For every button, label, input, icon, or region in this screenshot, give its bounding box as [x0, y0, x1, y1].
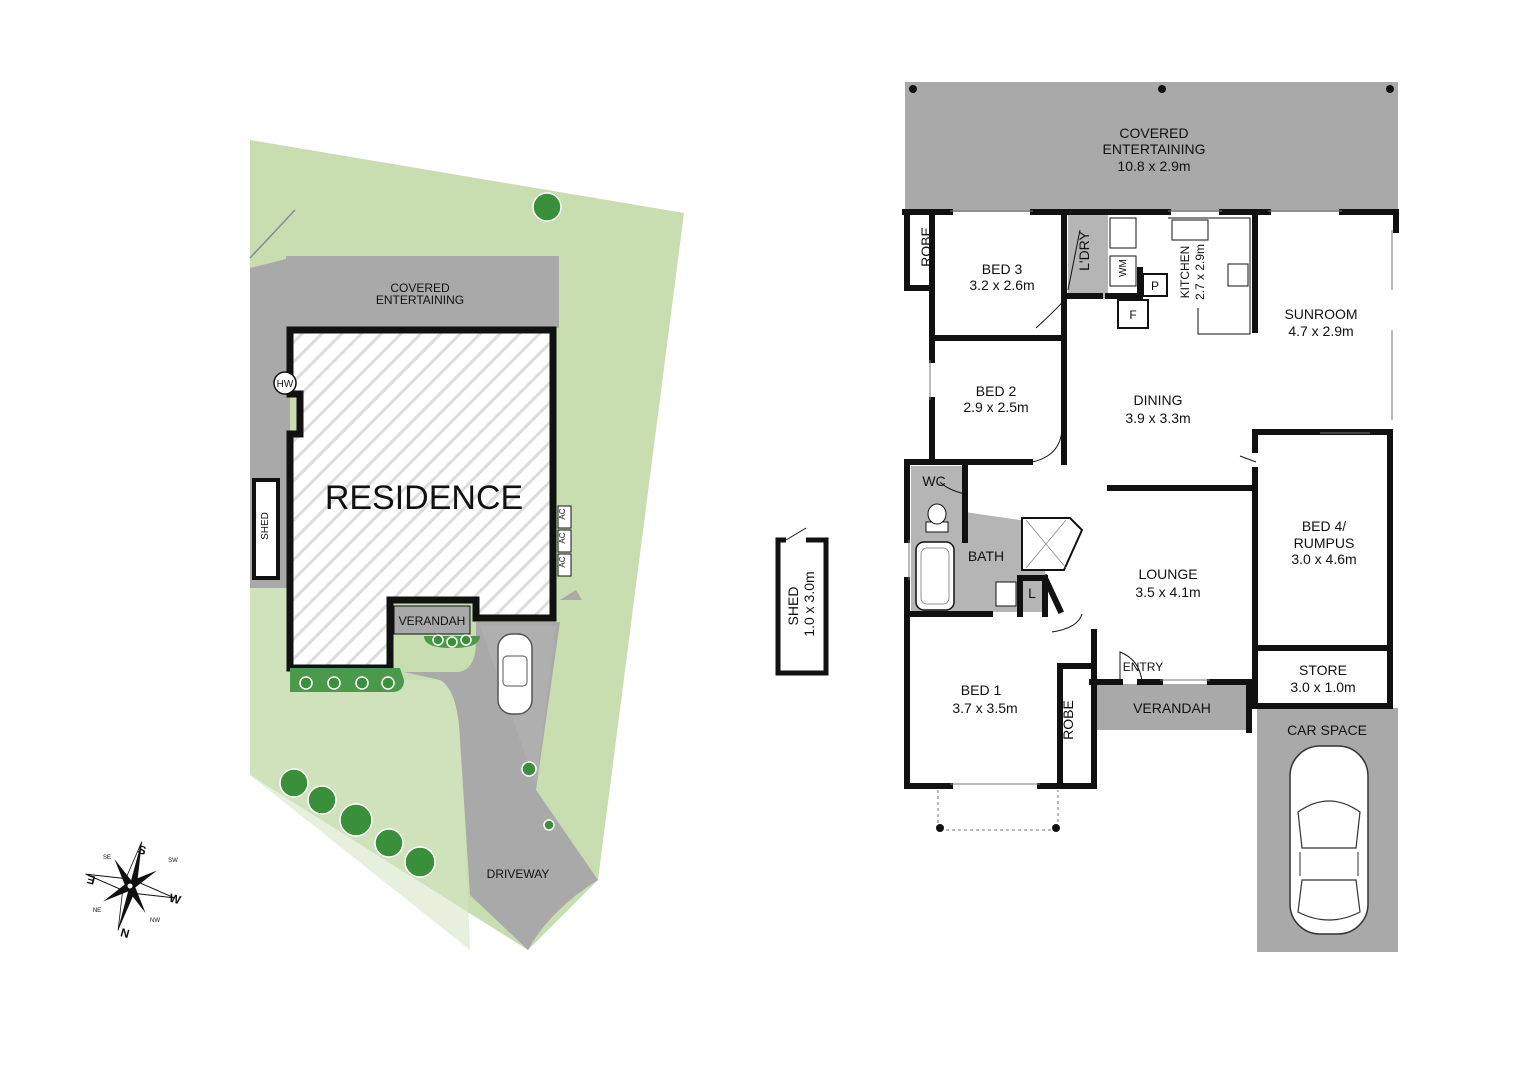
ac-unit: [557, 505, 572, 529]
tree-icons: [279, 192, 562, 878]
ac-label: AC: [558, 556, 567, 567]
kitchen-dims: 2.7 x 2.9m: [1193, 244, 1207, 300]
ac-unit: [557, 553, 572, 577]
compass-east: E: [85, 872, 96, 888]
bed1-name: BED 1: [961, 682, 1002, 698]
ac-unit: [557, 529, 572, 553]
toilet-icon: [925, 503, 949, 533]
pantry-box: [1142, 273, 1168, 297]
bed2-name: BED 2: [976, 383, 1017, 399]
sunroom-name: SUNROOM: [1284, 306, 1357, 322]
bed3-dims: 3.2 x 2.6m: [969, 277, 1034, 293]
compass-north: N: [119, 925, 131, 941]
site-verandah-label: VERANDAH: [399, 614, 466, 628]
bed1-dims: 3.7 x 3.5m: [952, 700, 1017, 716]
bed4-name-2: RUMPUS: [1294, 535, 1355, 551]
compass-se: SE: [103, 855, 111, 861]
compass-nw: NW: [150, 918, 160, 924]
compass-sw: SW: [168, 858, 178, 864]
shed-name: SHED: [785, 587, 801, 626]
linen-label: L: [1028, 585, 1036, 601]
covered-entertaining-name-2: ENTERTAINING: [1103, 141, 1206, 157]
bath-label: BATH: [968, 548, 1004, 564]
driveway: [404, 622, 598, 950]
hot-water-label: HW: [277, 379, 294, 390]
washing-machine-box: [1109, 255, 1137, 287]
covered-entertaining-area: [905, 82, 1398, 212]
site-covered-label-1: COVERED: [390, 281, 450, 295]
shower-icon: [1021, 517, 1084, 571]
fridge-box: [1117, 299, 1149, 329]
sunroom-dims: 4.7 x 2.9m: [1288, 323, 1353, 339]
fridge-label: F: [1129, 308, 1136, 322]
wc-label: WC: [922, 473, 945, 489]
site-car-icon: [497, 633, 533, 715]
site-shed: [252, 478, 280, 580]
side-step: [560, 590, 582, 600]
laundry-tub-icon: [1109, 217, 1137, 249]
windows: [908, 210, 1393, 785]
ac-label: AC: [558, 508, 567, 519]
site-plan: COVERED ENTERTAINING RESIDENCE HW SHED A…: [249, 140, 684, 950]
lounge-dims: 3.5 x 4.1m: [1135, 584, 1200, 600]
bed3-name: BED 3: [982, 261, 1023, 277]
residence-label: RESIDENCE: [325, 479, 523, 517]
store-name: STORE: [1299, 662, 1347, 678]
verandah-label: VERANDAH: [1133, 700, 1211, 716]
dining-name: DINING: [1134, 392, 1183, 408]
compass-rose-icon: [85, 841, 175, 931]
compass-west: W: [168, 891, 183, 908]
laundry-label: L'DRY: [1076, 230, 1092, 270]
garden-bed: [290, 668, 404, 692]
post-icon: [936, 824, 944, 832]
car-space-label: CAR SPACE: [1287, 722, 1367, 738]
floor-plan: COVERED ENTERTAINING 10.8 x 2.9m CAR SPA…: [902, 82, 1399, 952]
basin-icon: [995, 581, 1017, 607]
post-icon: [1052, 824, 1060, 832]
site-shed-label: SHED: [260, 512, 271, 540]
store-dims: 3.0 x 1.0m: [1290, 679, 1355, 695]
compass-ne: NE: [93, 908, 101, 914]
bed4-name-1: BED 4/: [1302, 518, 1346, 534]
hot-water-unit: [273, 371, 297, 395]
kitchen-name: KITCHEN: [1178, 246, 1192, 299]
bed2-dims: 2.9 x 2.5m: [963, 399, 1028, 415]
cooktop-icon: [1227, 263, 1249, 287]
wm-label: WM: [1118, 259, 1129, 277]
ac-label: AC: [558, 532, 567, 543]
bathtub-icon: [915, 541, 955, 611]
sink-icon: [1171, 219, 1209, 241]
shed-dims: 1.0 x 3.0m: [801, 571, 817, 636]
covered-entertaining-dims: 10.8 x 2.9m: [1117, 158, 1190, 174]
driveway-label: DRIVEWAY: [487, 867, 550, 881]
door-swings: [939, 229, 1257, 683]
dining-dims: 3.9 x 3.3m: [1125, 410, 1190, 426]
walls: [902, 209, 1399, 789]
bay-window: [937, 790, 1059, 831]
lounge-name: LOUNGE: [1138, 566, 1197, 582]
pantry-label: P: [1151, 279, 1159, 293]
detached-shed: SHED 1.0 x 3.0m: [775, 527, 829, 676]
covered-entertaining-name-1: COVERED: [1119, 125, 1188, 141]
bed4-dims: 3.0 x 4.6m: [1291, 551, 1356, 567]
boundary-line: [249, 209, 296, 259]
site-verandah: [393, 605, 471, 635]
verandah-floor: [1097, 684, 1249, 730]
entry-label: ENTRY: [1123, 660, 1163, 674]
car-icon: [1289, 745, 1369, 935]
kitchen-bench: [1168, 217, 1251, 335]
robe-top-label: ROBE: [918, 227, 934, 267]
robe-bottom-label: ROBE: [1060, 700, 1076, 740]
compass-south: S: [136, 842, 147, 858]
post-icons: [909, 85, 1394, 93]
site-covered-entertaining: [286, 256, 559, 328]
site-covered-label-2: ENTERTAINING: [376, 293, 464, 307]
